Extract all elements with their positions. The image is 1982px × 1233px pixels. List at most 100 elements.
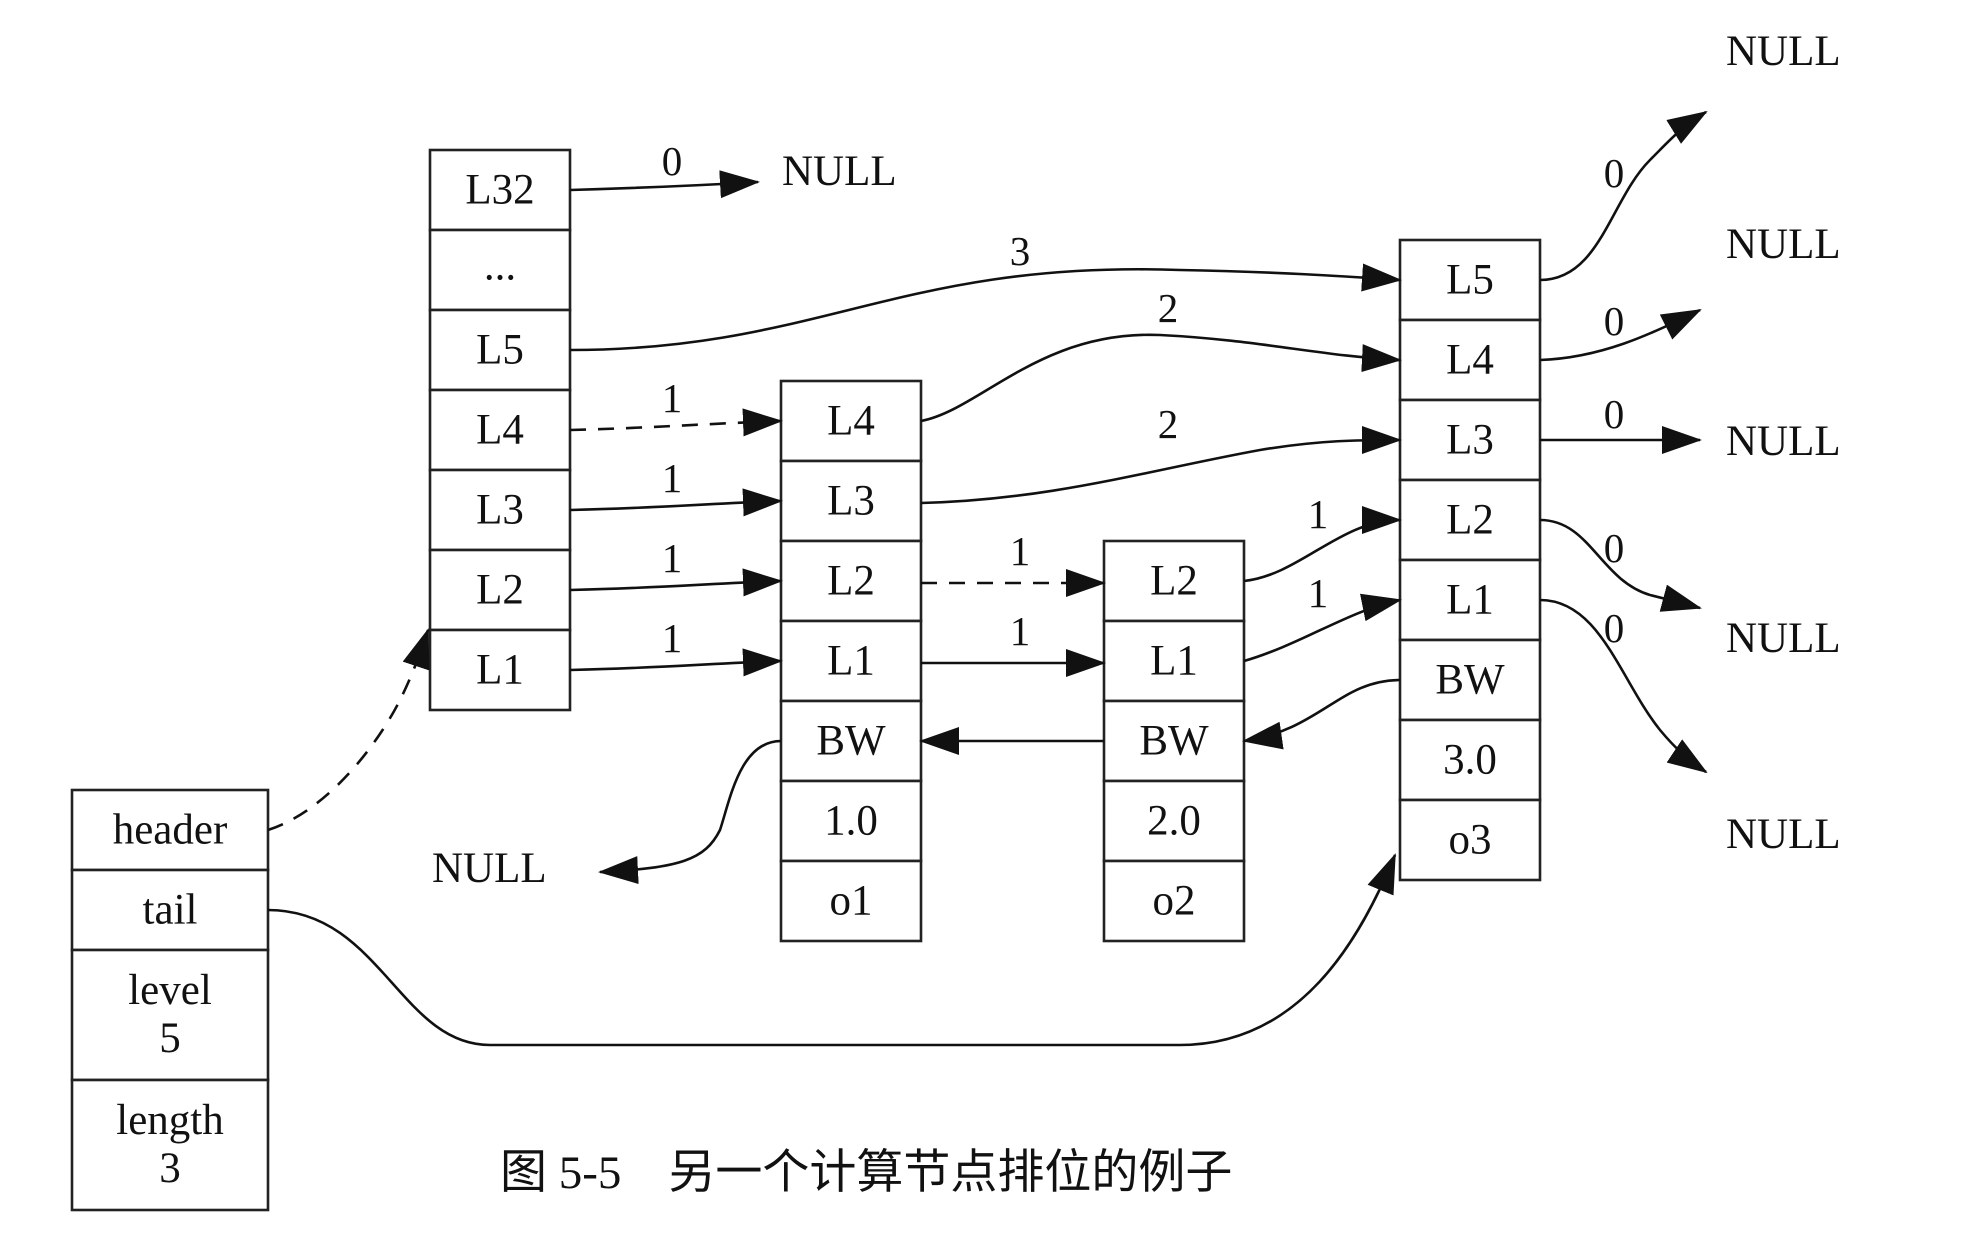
cell-text-line: level bbox=[128, 967, 212, 1014]
header-level-cell bbox=[428, 548, 572, 632]
span-label: 1 bbox=[1308, 491, 1329, 537]
node-level-cell bbox=[1102, 539, 1246, 623]
node-obj-cell bbox=[779, 859, 923, 943]
node-level-label: L4 bbox=[1446, 337, 1494, 384]
span-label: 1 bbox=[662, 375, 683, 421]
node-level-label: L5 bbox=[1446, 257, 1494, 304]
edge-header-l1 bbox=[569, 648, 783, 677]
edge-o3-backward bbox=[1242, 678, 1401, 750]
span-label: 1 bbox=[662, 455, 683, 501]
null-label: NULL bbox=[432, 845, 547, 892]
node-level-label: L2 bbox=[1446, 497, 1494, 544]
span-label: 0 bbox=[1604, 605, 1625, 651]
edge-o1-backward-null bbox=[598, 739, 782, 885]
edge-header-l5 bbox=[569, 263, 1402, 352]
header-level-cell bbox=[428, 228, 572, 312]
edge-o1-l3 bbox=[920, 426, 1402, 505]
node-level-cell bbox=[1398, 478, 1542, 562]
node-backward-label: BW bbox=[1139, 718, 1209, 765]
null-label: NULL bbox=[1726, 418, 1841, 465]
node-level-cell bbox=[1398, 398, 1542, 482]
edge-o3-l5-null bbox=[1539, 110, 1708, 282]
node-backward-cell bbox=[1102, 699, 1246, 783]
node-o2: L2 L1 BW 2.0 o2 bbox=[1102, 539, 1246, 943]
node-score-cell bbox=[779, 779, 923, 863]
node-score-label: 1.0 bbox=[824, 798, 878, 845]
header-level-label: ... bbox=[484, 243, 516, 290]
span-label: 1 bbox=[1308, 570, 1329, 616]
struct-tail-label: tail bbox=[143, 887, 198, 934]
span-label: 0 bbox=[1604, 298, 1625, 344]
node-backward-label: BW bbox=[1435, 657, 1505, 704]
null-label: NULL bbox=[1726, 615, 1841, 662]
node-level-label: L4 bbox=[827, 398, 875, 445]
struct-header-cell bbox=[70, 788, 270, 872]
edge-struct-tail bbox=[267, 853, 1397, 1047]
cell-text-line: 5 bbox=[159, 1015, 181, 1062]
edge-o3-l4-null bbox=[1539, 308, 1702, 362]
node-level-label: L1 bbox=[1150, 638, 1198, 685]
span-label: 1 bbox=[662, 615, 683, 661]
node-level-label: L2 bbox=[827, 558, 875, 605]
edge-header-l2 bbox=[569, 568, 783, 597]
header-level-cell bbox=[428, 388, 572, 472]
span-label: 1 bbox=[662, 535, 683, 581]
node-level-label: L1 bbox=[1446, 577, 1494, 624]
edge-header-l3 bbox=[569, 488, 783, 517]
edge-header-l32-null bbox=[569, 170, 760, 199]
span-labels: 0 3 1 1 1 1 2 2 1 1 1 1 0 0 0 0 0 bbox=[662, 138, 1625, 661]
header-level-label: L1 bbox=[476, 647, 524, 694]
header-level-label: L3 bbox=[476, 487, 524, 534]
edge-o3-l1-null bbox=[1539, 598, 1708, 774]
node-level-label: L1 bbox=[827, 638, 875, 685]
span-label: 3 bbox=[1010, 228, 1031, 274]
node-obj-cell bbox=[1398, 798, 1542, 882]
span-label: 0 bbox=[1604, 391, 1625, 437]
node-level-cell bbox=[779, 619, 923, 703]
null-label: NULL bbox=[1726, 28, 1841, 75]
header-level-label: L2 bbox=[476, 567, 524, 614]
struct-length-cell bbox=[70, 1078, 270, 1212]
header-level-label: L4 bbox=[476, 407, 524, 454]
node-level-cell bbox=[1398, 558, 1542, 642]
node-level-cell bbox=[779, 459, 923, 543]
figure-caption: 图 5-5 另一个计算节点排位的例子 bbox=[500, 1147, 1232, 1199]
header-level-label: L5 bbox=[476, 327, 524, 374]
node-score-label: 3.0 bbox=[1443, 737, 1497, 784]
struct-level-cell bbox=[70, 948, 270, 1082]
node-level-label: L3 bbox=[1446, 417, 1494, 464]
node-obj-label: o3 bbox=[1449, 817, 1492, 864]
cell-text-line: length bbox=[116, 1097, 223, 1144]
edge-header-l4 bbox=[569, 408, 783, 437]
node-level-label: L2 bbox=[1150, 558, 1198, 605]
null-label: NULL bbox=[782, 148, 897, 195]
null-labels: NULL NULL NULL NULL NULL NULL NULL bbox=[432, 28, 1841, 892]
span-label: 0 bbox=[1604, 525, 1625, 571]
cell-text-line: 3 bbox=[159, 1145, 181, 1192]
node-o3: L5 L4 L3 L2 L1 BW 3.0 o3 bbox=[1398, 238, 1542, 882]
node-obj-cell bbox=[1102, 859, 1246, 943]
edge-struct-header bbox=[267, 628, 430, 832]
edge-o1-l4 bbox=[920, 333, 1402, 423]
node-backward-label: BW bbox=[816, 718, 886, 765]
span-label: 2 bbox=[1158, 401, 1179, 447]
edge-o2-l2 bbox=[1243, 506, 1402, 583]
edge-o2-l1 bbox=[1243, 593, 1402, 663]
node-obj-label: o2 bbox=[1153, 878, 1196, 925]
span-label: 0 bbox=[1604, 150, 1625, 196]
span-label: 1 bbox=[1010, 608, 1031, 654]
header-level-label: L32 bbox=[465, 167, 534, 214]
header-node: L32 ... L5 L4 L3 L2 L1 bbox=[428, 148, 572, 712]
node-level-cell bbox=[1398, 318, 1542, 402]
node-obj-label: o1 bbox=[830, 878, 873, 925]
struct-tail-cell bbox=[70, 868, 270, 952]
node-level-label: L3 bbox=[827, 478, 875, 525]
node-score-cell bbox=[1398, 718, 1542, 802]
edge-o3-l2-null bbox=[1539, 518, 1702, 612]
node-score-label: 2.0 bbox=[1147, 798, 1201, 845]
